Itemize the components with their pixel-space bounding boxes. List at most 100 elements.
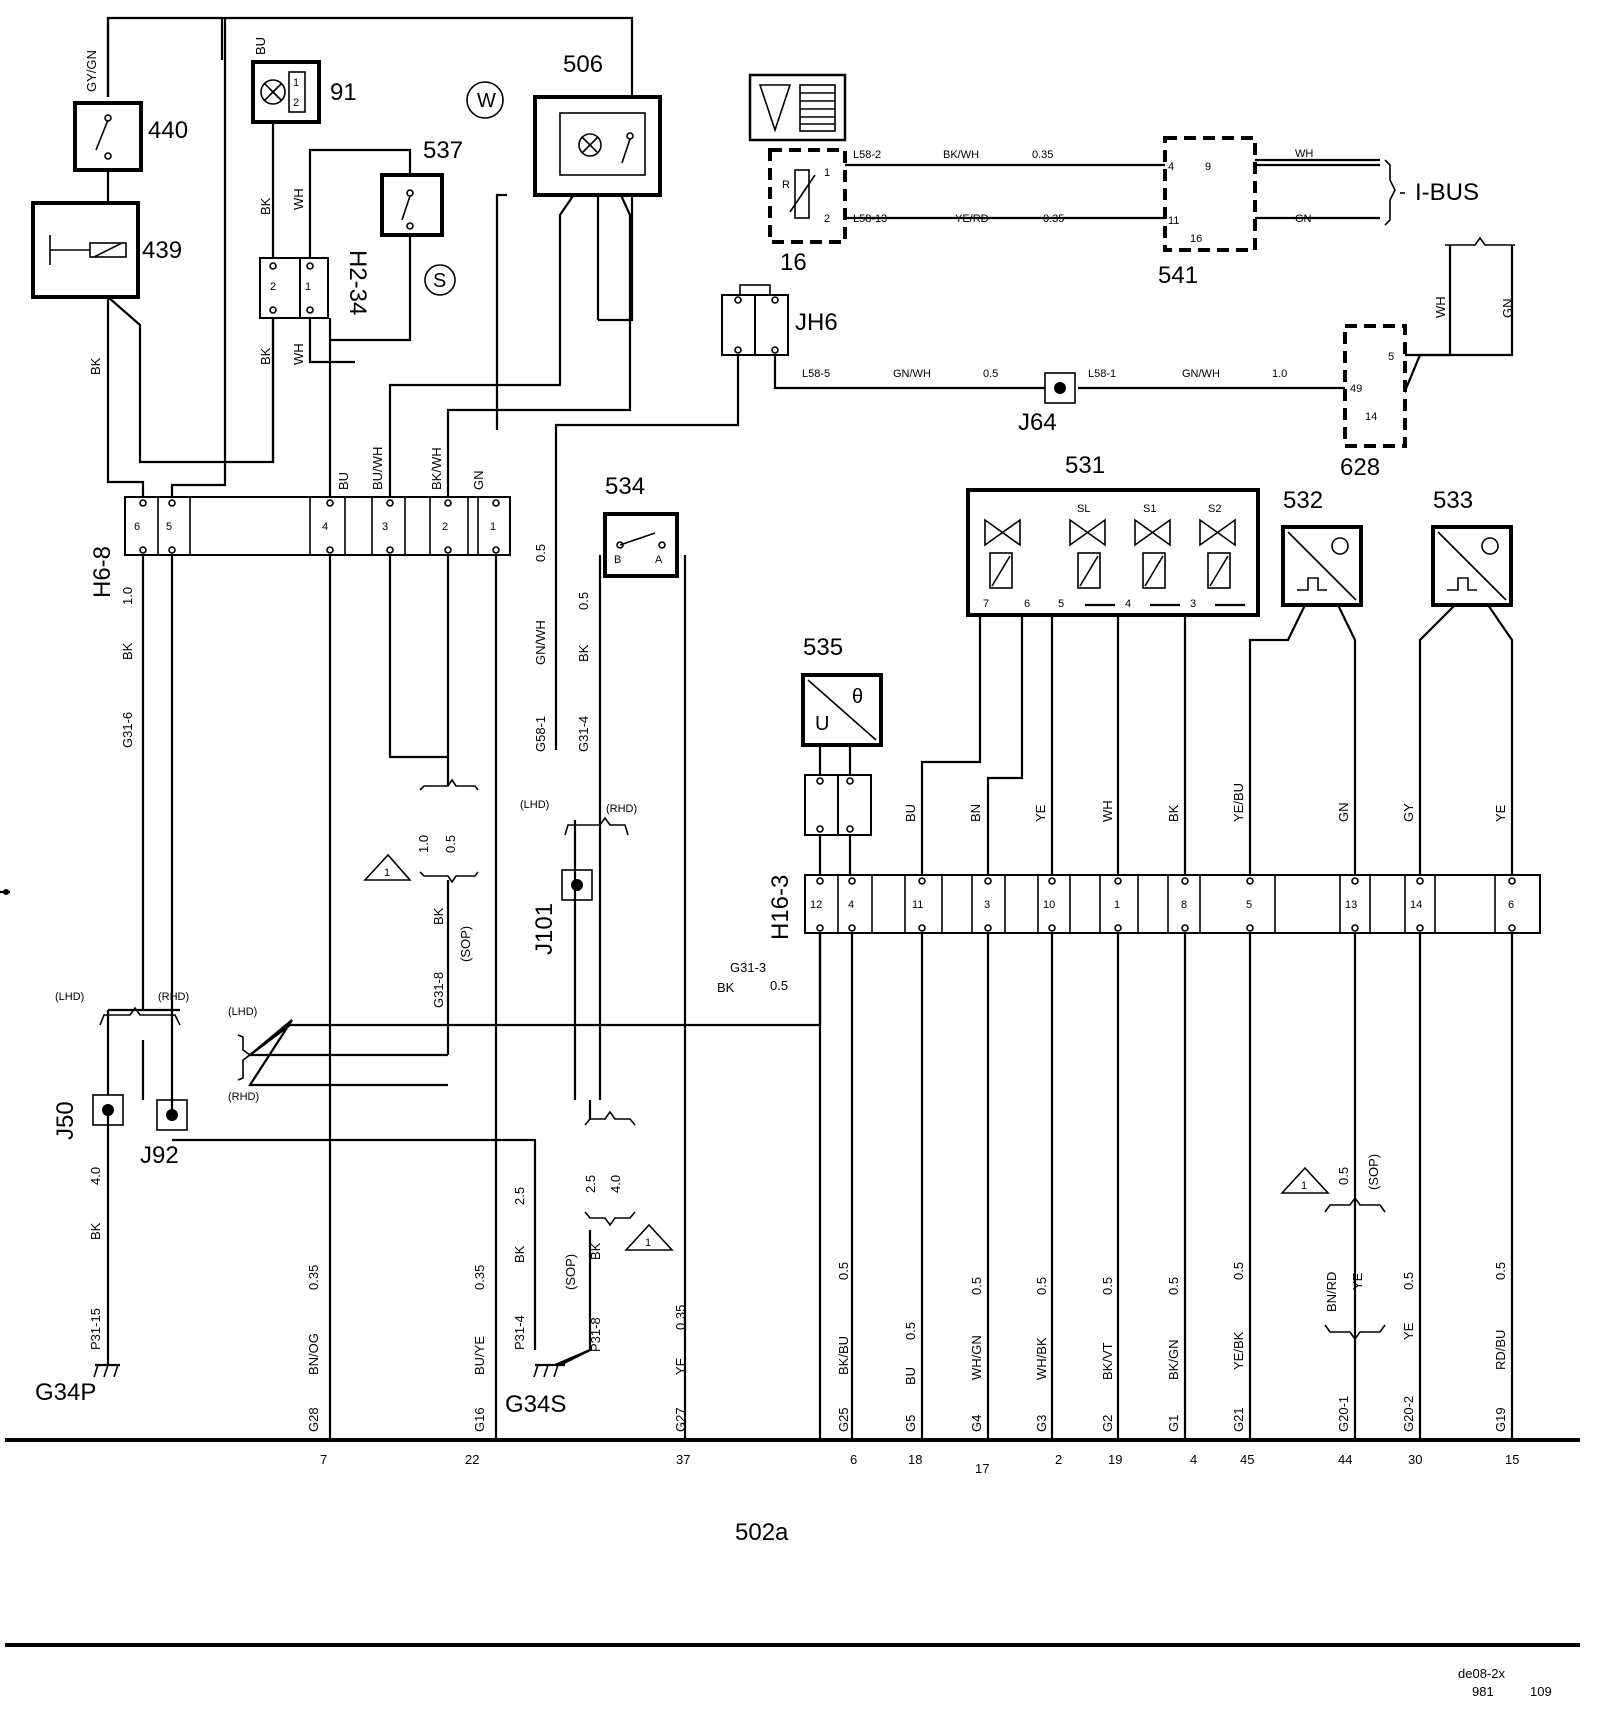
h16-3-pin-14: 14 — [1410, 899, 1422, 911]
wl-bk: BK — [88, 1222, 103, 1240]
wl-ye: YE — [673, 1357, 688, 1375]
module-541: 4 9 11 16 541 — [1158, 136, 1257, 289]
wl-whgn: WH/GN — [969, 1335, 984, 1380]
wl-bkbu: BK/BU — [836, 1336, 851, 1375]
wl-bkwh: BK/WH — [429, 447, 444, 490]
pin-534-a: A — [655, 554, 663, 566]
h16-3-pin-10: 10 — [1043, 899, 1055, 911]
h2-34-pin-1: 1 — [305, 281, 311, 293]
wire-labels: GY/GN BU BK WH BK WH BK BU BU/WH BK/WH G… — [55, 37, 1515, 1432]
wl-bk: BK — [717, 980, 735, 995]
pin-91-2: 2 — [293, 97, 299, 109]
label-537: 537 — [423, 137, 463, 164]
wl-size: 0.5 — [1034, 1277, 1049, 1295]
wl-g2: G2 — [1100, 1415, 1115, 1432]
wl-size: 2.5 — [583, 1175, 598, 1193]
wl-lhd: (LHD) — [520, 799, 549, 811]
wl-g58-1: G58-1 — [533, 716, 548, 752]
warn-number: 1 — [1301, 1180, 1307, 1192]
brace-right — [237, 1034, 252, 1081]
label-j64: J64 — [1018, 409, 1057, 436]
h6-8-pin-2: 2 — [442, 521, 448, 533]
pin-628-49: 49 — [1350, 383, 1362, 395]
connector-535 — [804, 774, 872, 836]
wl-l58-5: L58-5 — [802, 368, 830, 380]
sensor-16-pin-1: 1 — [824, 167, 830, 179]
wl-rdbu: RD/BU — [1493, 1330, 1508, 1370]
sensor-533: 533 — [1431, 487, 1513, 607]
brace-628 — [1445, 236, 1515, 246]
pin-541-11: 11 — [1168, 215, 1179, 227]
connector-h16-3: 12 4 11 3 10 1 8 5 13 14 6 H16-3 — [767, 874, 1541, 940]
lamp-91: 1 2 91 — [251, 60, 357, 124]
wl-bk: BK — [258, 347, 273, 365]
wl-size: 1.0 — [1272, 368, 1287, 380]
label-16: 16 — [780, 249, 807, 276]
wl-size: 0.5 — [1100, 1277, 1115, 1295]
ground-g34s: G34S — [505, 1363, 566, 1418]
h6-8-pin-5: 5 — [166, 521, 172, 533]
wl-bk: BK — [1166, 804, 1181, 822]
pin-91-1: 1 — [293, 77, 299, 89]
wl-size: 1.0 — [416, 835, 431, 853]
label-j101: J101 — [531, 903, 558, 955]
wl-sop: (SOP) — [458, 926, 473, 962]
ecu-pin: 4 — [1190, 1452, 1197, 1467]
i-bus: I-BUS — [1384, 159, 1479, 226]
wl-size: 0.5 — [533, 544, 548, 562]
pin-628-14: 14 — [1365, 411, 1377, 423]
wl-bu: BU — [336, 472, 351, 490]
wl-whbk: WH/BK — [1034, 1337, 1049, 1380]
wl-size: 0.35 — [1032, 149, 1053, 161]
wl-bk: BK — [588, 1242, 603, 1260]
pin-531-7: 7 — [983, 598, 989, 610]
ground-g34p: G34P — [35, 1363, 120, 1406]
wl-lhd: (LHD) — [228, 1006, 257, 1018]
wl-bnrd: BN/RD — [1324, 1272, 1339, 1312]
wl-size: 0.5 — [969, 1277, 984, 1295]
h16-3-pin-4: 4 — [848, 899, 854, 911]
wl-size: 0.5 — [903, 1322, 918, 1340]
pin-534-b: B — [614, 554, 621, 566]
page-label: 502a — [735, 1519, 789, 1546]
wl-rhd: (RHD) — [606, 803, 637, 815]
label-j92: J92 — [140, 1142, 179, 1169]
wl-size: 0.35 — [1043, 213, 1064, 225]
wl-g19: G19 — [1493, 1407, 1508, 1432]
wl-size: 1.0 — [120, 587, 135, 605]
ecu-pin: 17 — [975, 1461, 989, 1476]
w-letter: W — [477, 90, 496, 112]
wl-size: 0.5 — [443, 835, 458, 853]
brace-1 — [419, 778, 479, 791]
wl-g16: G16 — [472, 1407, 487, 1432]
h6-8-pin-6: 6 — [134, 521, 140, 533]
wl-bu: BU — [903, 804, 918, 822]
wl-bkwh: BK/WH — [943, 149, 979, 161]
label-541: 541 — [1158, 262, 1198, 289]
brace-5 — [1324, 1196, 1386, 1213]
wl-size: 0.5 — [1166, 1277, 1181, 1295]
u-symbol: U — [815, 713, 829, 735]
wl-g4: G4 — [969, 1415, 984, 1432]
w-symbol: W — [466, 81, 504, 119]
switch-537: 537 S — [380, 137, 463, 296]
h6-8-pin-1: 1 — [490, 521, 496, 533]
label-533: 533 — [1433, 487, 1473, 514]
label-506: 506 — [563, 51, 603, 78]
brace-lhd-rhd — [99, 1006, 181, 1026]
wl-ye: YE — [1401, 1322, 1416, 1340]
wl-bk: BK — [576, 644, 591, 662]
switch-534: B A 534 — [603, 473, 679, 578]
solenoid-block-531: SL S1 S2 7 6 5 4 3 531 — [966, 452, 1260, 617]
wl-gn: GN — [1295, 213, 1312, 225]
label-532: 532 — [1283, 487, 1323, 514]
wl-bkgn: BK/GN — [1166, 1340, 1181, 1380]
sensor-16-r: R — [782, 179, 790, 191]
wl-bk: BK — [258, 197, 273, 215]
label-534: 534 — [605, 473, 645, 500]
switch-440: 440 — [73, 101, 188, 172]
wl-sop: (SOP) — [563, 1254, 578, 1290]
wl-g3: G3 — [1034, 1415, 1049, 1432]
connector-jh6: JH6 — [721, 284, 838, 356]
